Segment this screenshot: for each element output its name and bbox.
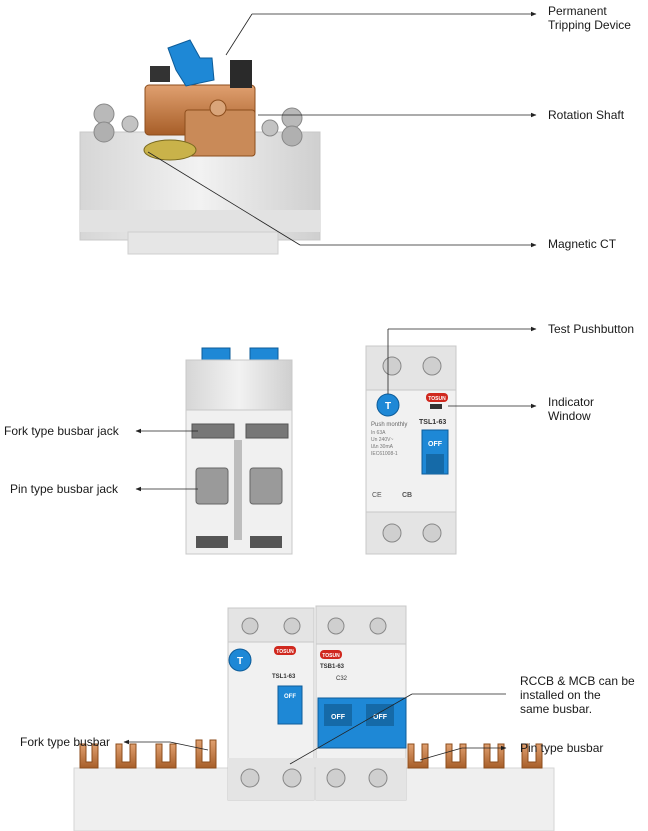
spec-2: IΔn 30mA [371, 444, 394, 450]
fork-busbar-teeth [79, 739, 217, 769]
indicator-window [430, 404, 442, 409]
label-rccb-mcb-note: RCCB & MCB can be installed on the same … [520, 674, 635, 716]
terminal-screws-right [261, 107, 303, 147]
mcb-toggle-1[interactable] [324, 704, 352, 726]
permanent-tripping-device [167, 39, 215, 87]
fork-jack-left [191, 423, 235, 439]
rccb-side-view [185, 347, 293, 555]
spec-0: In 63A [371, 430, 386, 436]
test-button-letter: T [385, 401, 391, 412]
assembly-rccb-off: OFF [284, 694, 296, 700]
label-pin-busbar: Pin type busbar [520, 741, 604, 755]
rccb-internal-view [79, 39, 321, 255]
spec-1: Un 240V~ [371, 437, 393, 443]
assembly-mcb-brand: TOSUN [322, 653, 340, 659]
pin-busbar-teeth [407, 743, 543, 769]
label-magnetic-ct: Magnetic CT [548, 237, 617, 251]
pin-jack-left [195, 467, 229, 505]
pin-jack-right [249, 467, 283, 505]
label-fork-busbar: Fork type busbar [20, 735, 111, 749]
mcb-off-2: OFF [373, 714, 388, 721]
magnetic-ct-coil [143, 139, 197, 161]
spec-3: IEC61008-1 [371, 451, 398, 457]
label-rotation-shaft: Rotation Shaft [548, 108, 625, 122]
ce-mark: CE [372, 492, 382, 499]
push-monthly-text: Push monthly [371, 422, 407, 428]
assembly-rccb-model: TSL1-63 [272, 674, 296, 680]
assembly-mcb-model: TSB1-63 [320, 664, 345, 670]
toggle-off-text: OFF [428, 441, 443, 448]
label-fork-busbar-jack: Fork type busbar jack [4, 424, 119, 438]
label-test-pushbutton: Test Pushbutton [548, 322, 635, 336]
cb-mark: CB [402, 492, 412, 499]
rccb-mcb-assembly [73, 605, 555, 831]
label-indicator-window: Indicator Window [548, 395, 595, 423]
assembly-test-letter: T [237, 656, 243, 667]
mcb-toggle-2[interactable] [366, 704, 394, 726]
brand-logo [426, 393, 448, 402]
rccb-front-view [365, 345, 457, 555]
label-pin-busbar-jack: Pin type busbar jack [10, 482, 119, 496]
label-permanent-tripping-device: Permanent Tripping Device [548, 4, 631, 32]
mcb-off-1: OFF [331, 714, 346, 721]
model-text: TSL1-63 [419, 419, 446, 426]
assembly-rccb-brand: TOSUN [276, 649, 294, 655]
fork-jack-right [245, 423, 289, 439]
terminal-screws-left [93, 103, 139, 143]
brand-logo-text: TOSUN [428, 396, 446, 402]
assembly-mcb-rating: C32 [336, 676, 348, 682]
assembly-rccb-toggle[interactable] [277, 685, 303, 725]
